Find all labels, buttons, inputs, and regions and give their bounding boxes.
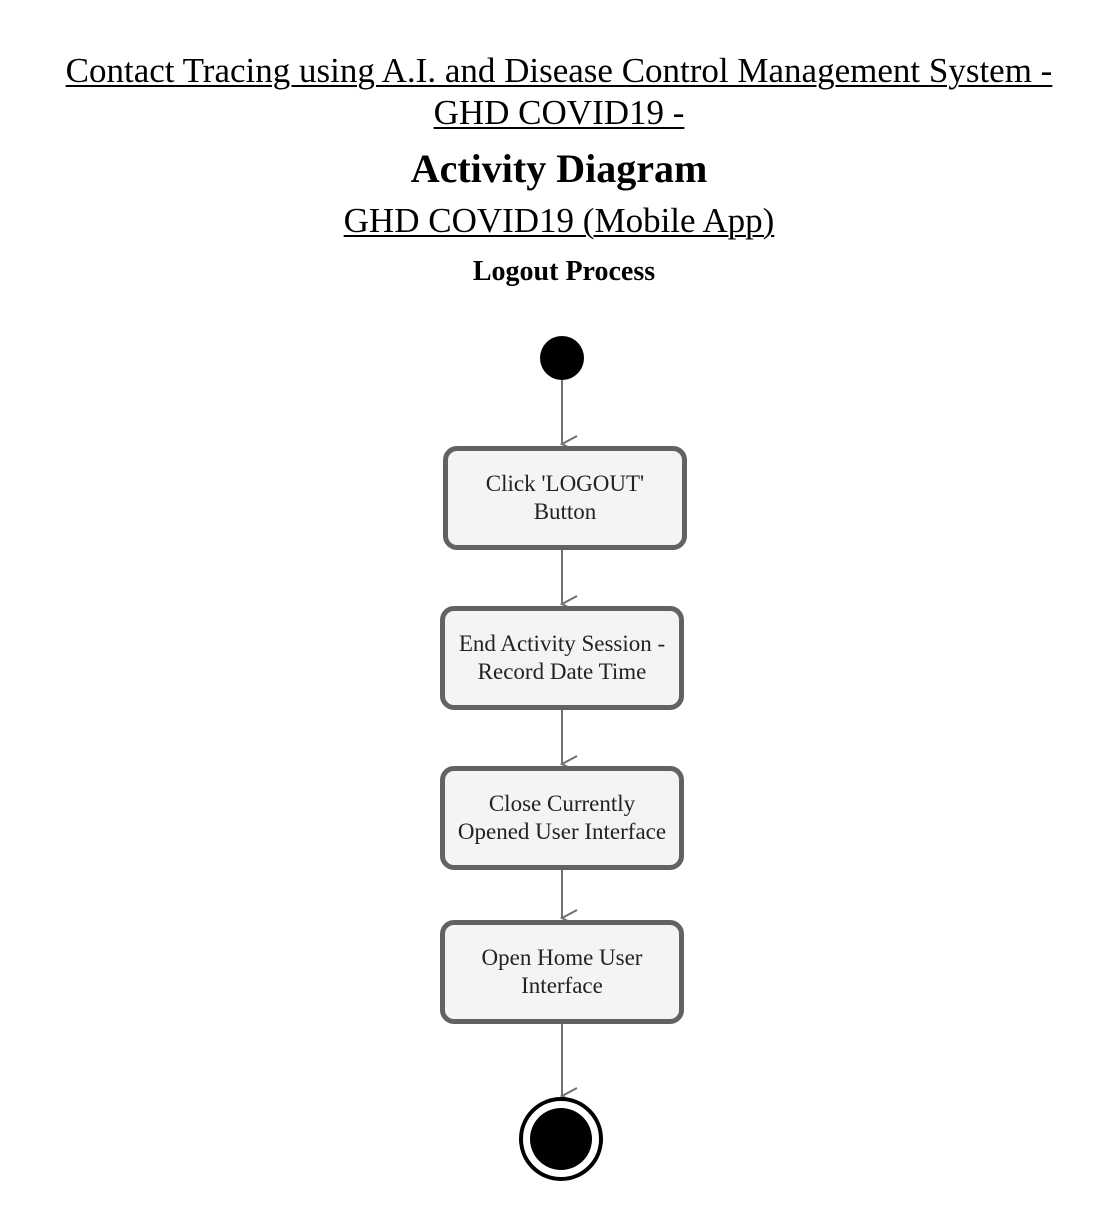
activity-label-end-session: End Activity Session - Record Date Time [459,630,665,686]
diagram-type-heading: Activity Diagram [410,146,708,191]
activity-label-line: Close Currently [488,791,636,816]
activity-label-line: Button [533,499,597,524]
activity-label-line: Open Home User [481,945,643,970]
activity-label-line: End Activity Session - [458,631,666,656]
activity-close-current-ui: Close Currently Opened User Interface [440,766,684,870]
activity-label-open-home: Open Home User Interface [482,944,643,1000]
activity-open-home-ui: Open Home User Interface [440,920,684,1024]
activity-label-line: Interface [521,973,603,998]
document-title-line-1: Contact Tracing using A.I. and Disease C… [0,50,1118,92]
activity-label-close-ui: Close Currently Opened User Interface [458,790,666,846]
activity-click-logout-button: Click 'LOGOUT' Button [443,446,687,550]
process-title: Logout Process [472,256,656,287]
activity-end-activity-session: End Activity Session - Record Date Time [440,606,684,710]
activity-label-line: Opened User Interface [457,819,667,844]
final-node [519,1097,603,1181]
app-subtitle-text: GHD COVID19 (Mobile App) [343,201,775,240]
document-title-line-2: GHD COVID19 - [0,92,1118,134]
document-title-text-2: GHD COVID19 - [433,93,685,132]
document-title-text-1: Contact Tracing using A.I. and Disease C… [65,51,1053,90]
app-subtitle: GHD COVID19 (Mobile App) [0,200,1118,242]
initial-node [540,336,584,380]
activity-label-line: Click 'LOGOUT' [485,471,645,496]
activity-label-line: Record Date Time [477,659,647,684]
activity-label-click-logout: Click 'LOGOUT' Button [486,470,644,526]
